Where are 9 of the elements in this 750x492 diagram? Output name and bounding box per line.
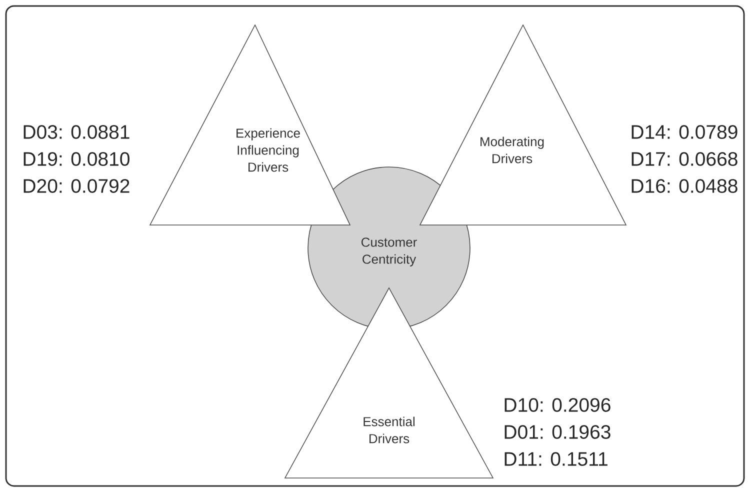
- value-label: D11: 0.1511: [504, 452, 608, 466]
- value-label: D03: 0.0881: [24, 125, 130, 139]
- value-label: D20: 0.0792: [24, 179, 130, 193]
- value-label: D16: 0.0488: [632, 179, 738, 193]
- value-label: D01: 0.1963: [504, 425, 610, 439]
- value-label: D10: 0.2096: [504, 398, 610, 412]
- value-label: D14: 0.0789: [632, 125, 738, 139]
- value-label: D17: 0.0668: [632, 152, 738, 166]
- value-label: D19: 0.0810: [24, 152, 130, 166]
